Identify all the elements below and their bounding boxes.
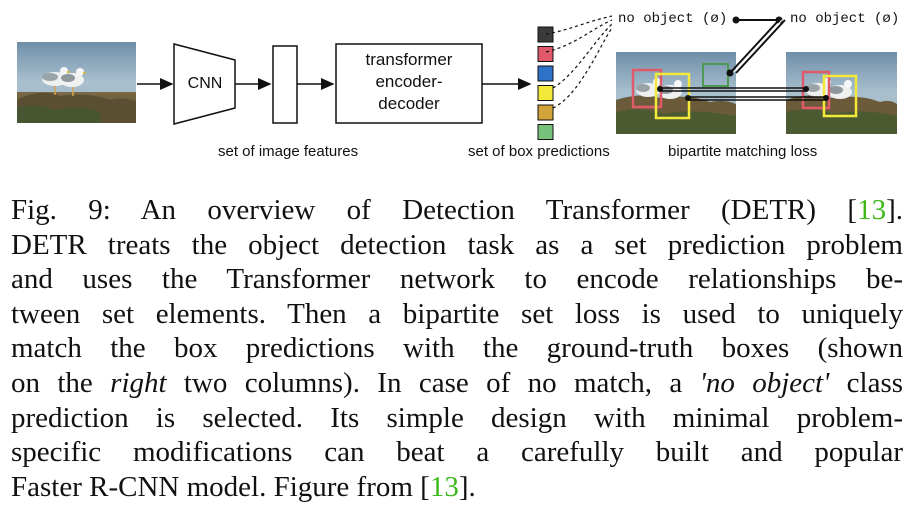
image-features-block	[272, 45, 298, 124]
dashed-link-4	[552, 27, 613, 109]
citation-link[interactable]: 13	[429, 470, 459, 503]
dashed-link-1	[545, 15, 613, 35]
input-image	[17, 42, 136, 123]
box-predictions	[537, 26, 554, 140]
prediction-image	[616, 52, 736, 134]
prediction-slot-4	[537, 85, 554, 101]
matching-loss-label: bipartite matching loss	[668, 143, 818, 160]
transformer-line-1: transformer	[365, 50, 453, 69]
caption-line-2: DETR treats the object detection task as…	[11, 228, 903, 261]
cnn-block	[173, 43, 236, 125]
transformer-block	[335, 43, 483, 124]
prediction-slot-5	[537, 104, 554, 121]
citation-link[interactable]: 13	[857, 194, 887, 226]
caption-line-6: on the right two columns). In case of no…	[11, 366, 904, 399]
prediction-slot-3	[537, 65, 554, 82]
prediction-slot-2	[537, 46, 554, 62]
cnn-label: CNN	[187, 75, 223, 92]
matching-links	[657, 16, 829, 101]
transformer-line-2: encoder-	[375, 72, 443, 91]
box-predictions-label: set of box predictions	[468, 143, 610, 160]
image-features-label: set of image features	[218, 143, 359, 160]
dashed-link-2	[545, 19, 613, 53]
caption-line-3: and uses the Transformer network to enco…	[11, 263, 903, 296]
figure-caption: Fig. 9: An overview of Detection Transfo…	[11, 193, 903, 504]
no-object-left-label: no object (ø)	[618, 11, 728, 27]
detr-diagram-svg	[17, 15, 897, 140]
detr-diagram: CNN transformer encoder- decoder set of …	[0, 0, 912, 175]
caption-line-5: match the box predictions with the groun…	[11, 332, 903, 365]
ground-truth-image	[786, 52, 897, 134]
caption-line-1: Fig. 9: An overview of Detection Transfo…	[11, 194, 903, 226]
dashed-link-3	[552, 23, 613, 89]
caption-line-8: specific modifications can beat a carefu…	[11, 436, 903, 469]
caption-line-9: Faster R-CNN model. Figure from [13].	[11, 470, 476, 503]
caption-line-4: tween set elements. Then a bipartite set…	[11, 297, 903, 330]
transformer-line-3: decoder	[378, 94, 440, 113]
no-object-right-label: no object (ø)	[790, 11, 900, 27]
prediction-slot-1	[537, 26, 554, 43]
transformer-label: transformer encoder- decoder	[336, 49, 482, 115]
caption-line-7: prediction is selected. Its simple desig…	[11, 401, 903, 434]
prediction-slot-6	[537, 124, 554, 140]
